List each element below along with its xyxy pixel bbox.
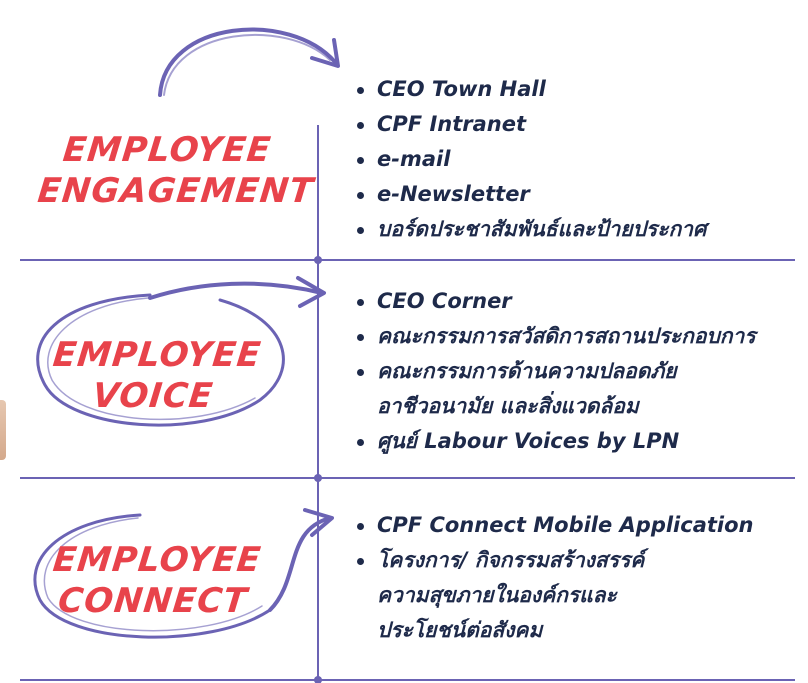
title-line: CONNECT [56, 580, 250, 621]
engagement-arrow [158, 27, 340, 97]
list-item: e-mail [355, 142, 795, 177]
list-item: คณะกรรมการด้านความปลอดภัย อาชีวอนามัย แล… [355, 354, 707, 424]
divider-node-2 [314, 474, 322, 482]
list-item: โครงการ/ กิจกรรมสร้างสรรค์ ความสุขภายในอ… [355, 543, 677, 648]
title-line: EMPLOYEE [51, 540, 264, 580]
list-item: CPF Intranet [355, 107, 795, 142]
engagement-channel-list: CEO Town Hall CPF Intranet e-mail e-News… [355, 72, 795, 247]
title-line: EMPLOYEE [51, 335, 264, 375]
list-item: บอร์ดประชาสัมพันธ์และป้ายประกาศ [355, 212, 795, 247]
section-title-engagement: EMPLOYEE ENGAGEMENT [35, 130, 316, 212]
list-item: CEO Town Hall [355, 72, 795, 107]
title-line: EMPLOYEE [61, 130, 274, 170]
list-item: CPF Connect Mobile Application [355, 508, 795, 543]
voice-ellipse [36, 293, 285, 427]
section-title-connect: EMPLOYEE CONNECT [36, 540, 275, 622]
title-line: ENGAGEMENT [35, 170, 316, 211]
voice-arrow [148, 276, 326, 308]
voice-channel-list: CEO Corner คณะกรรมการสวัสดิการสถานประกอบ… [355, 284, 795, 459]
connect-ellipse [33, 513, 272, 639]
divider-node-3 [314, 676, 322, 683]
section-title-voice: EMPLOYEE VOICE [36, 335, 275, 417]
list-item: CEO Corner [355, 284, 795, 319]
list-item: e-Newsletter [355, 177, 795, 212]
list-item: คณะกรรมการสวัสดิการสถานประกอบการ [355, 319, 795, 354]
connect-channel-list: CPF Connect Mobile Application โครงการ/ … [355, 508, 795, 648]
divider-node-1 [314, 256, 322, 264]
cropped-photo-edge [0, 400, 6, 460]
title-line: VOICE [90, 375, 216, 416]
list-item: ศูนย์ Labour Voices by LPN [355, 424, 795, 459]
connect-arrow [268, 508, 334, 612]
